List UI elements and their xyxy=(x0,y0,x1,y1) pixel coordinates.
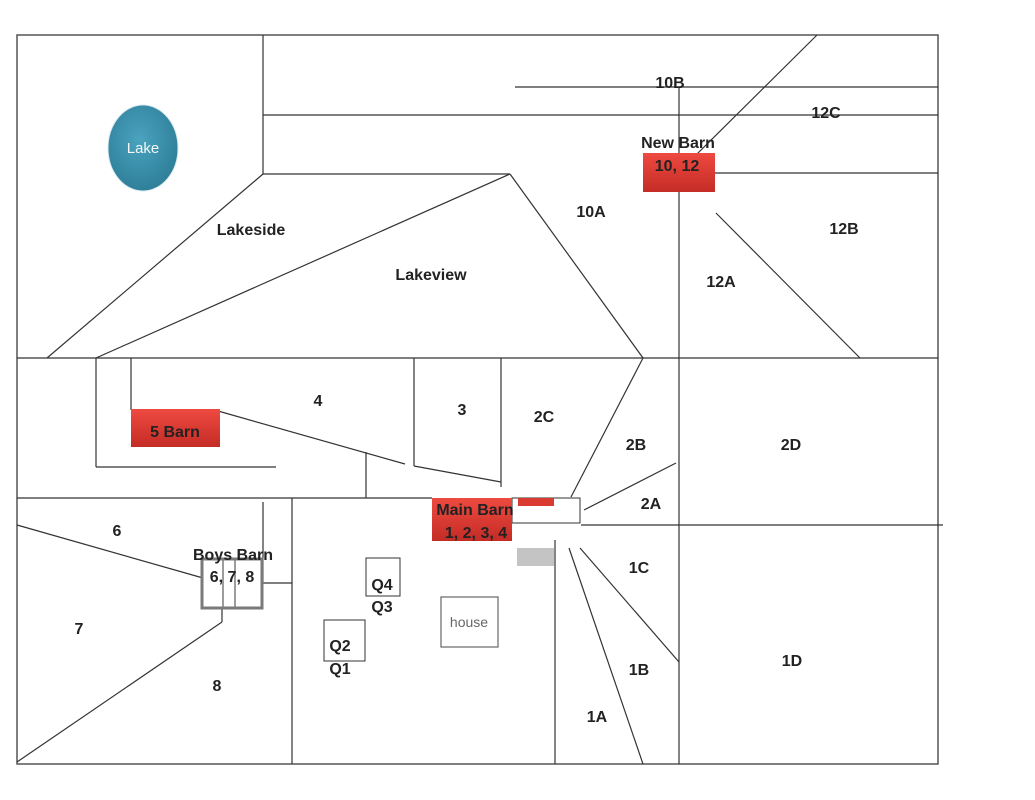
paddock-6-label: 6 xyxy=(113,523,122,540)
quarter-q1-label: Q1 xyxy=(329,661,350,678)
house-box xyxy=(440,596,499,648)
boys-barn-box xyxy=(200,557,264,610)
q4-box xyxy=(365,557,401,597)
paddock-8-label: 8 xyxy=(213,678,222,695)
quarter-q3-label: Q3 xyxy=(371,599,392,616)
new-barn-block xyxy=(643,153,715,192)
house-label: house xyxy=(450,614,488,630)
new-barn-title: New Barn xyxy=(641,135,715,152)
paddock-12A-label: 12A xyxy=(706,274,736,291)
five-barn-block xyxy=(131,409,220,447)
paddock-10B-label: 10B xyxy=(655,75,684,92)
paddock-2A-label: 2A xyxy=(641,496,662,513)
lake xyxy=(107,104,179,192)
lake-label: Lake xyxy=(127,140,160,157)
boys-barn-numbers: 6, 7, 8 xyxy=(210,569,255,586)
paddock-lakeside-label: Lakeside xyxy=(217,222,286,239)
main-barn-numbers: 1, 2, 3, 4 xyxy=(445,525,507,542)
main-barn-title: Main Barn xyxy=(436,502,513,519)
boys-barn-title: Boys Barn xyxy=(193,547,273,564)
paddock-4-label: 4 xyxy=(314,393,323,410)
main-barn-annex-strip xyxy=(518,498,554,506)
paddock-12C-label: 12C xyxy=(811,105,841,122)
paddock-1B-label: 1B xyxy=(629,662,649,679)
paddock-2B-label: 2B xyxy=(626,437,646,454)
main-barn-block xyxy=(432,498,512,541)
quarter-q4-label: Q4 xyxy=(371,577,392,594)
paddock-lakeview-label: Lakeview xyxy=(395,267,467,284)
property-border xyxy=(16,34,939,765)
gray-patch xyxy=(517,548,554,566)
fence-lines xyxy=(16,34,943,765)
new-barn-numbers: 10, 12 xyxy=(655,158,700,175)
q2-box xyxy=(323,619,366,662)
paddock-1A-label: 1A xyxy=(587,709,608,726)
paddock-1D-label: 1D xyxy=(782,653,802,670)
paddock-10A-label: 10A xyxy=(576,204,606,221)
paddock-2C-label: 2C xyxy=(534,409,555,426)
paddock-12B-label: 12B xyxy=(829,221,858,238)
paddock-3-label: 3 xyxy=(458,402,467,419)
paddock-2D-label: 2D xyxy=(781,437,801,454)
paddock-7-label: 7 xyxy=(75,621,84,638)
paddock-1C-label: 1C xyxy=(629,560,650,577)
quarter-q2-label: Q2 xyxy=(329,638,350,655)
five-barn-title: 5 Barn xyxy=(150,424,200,441)
